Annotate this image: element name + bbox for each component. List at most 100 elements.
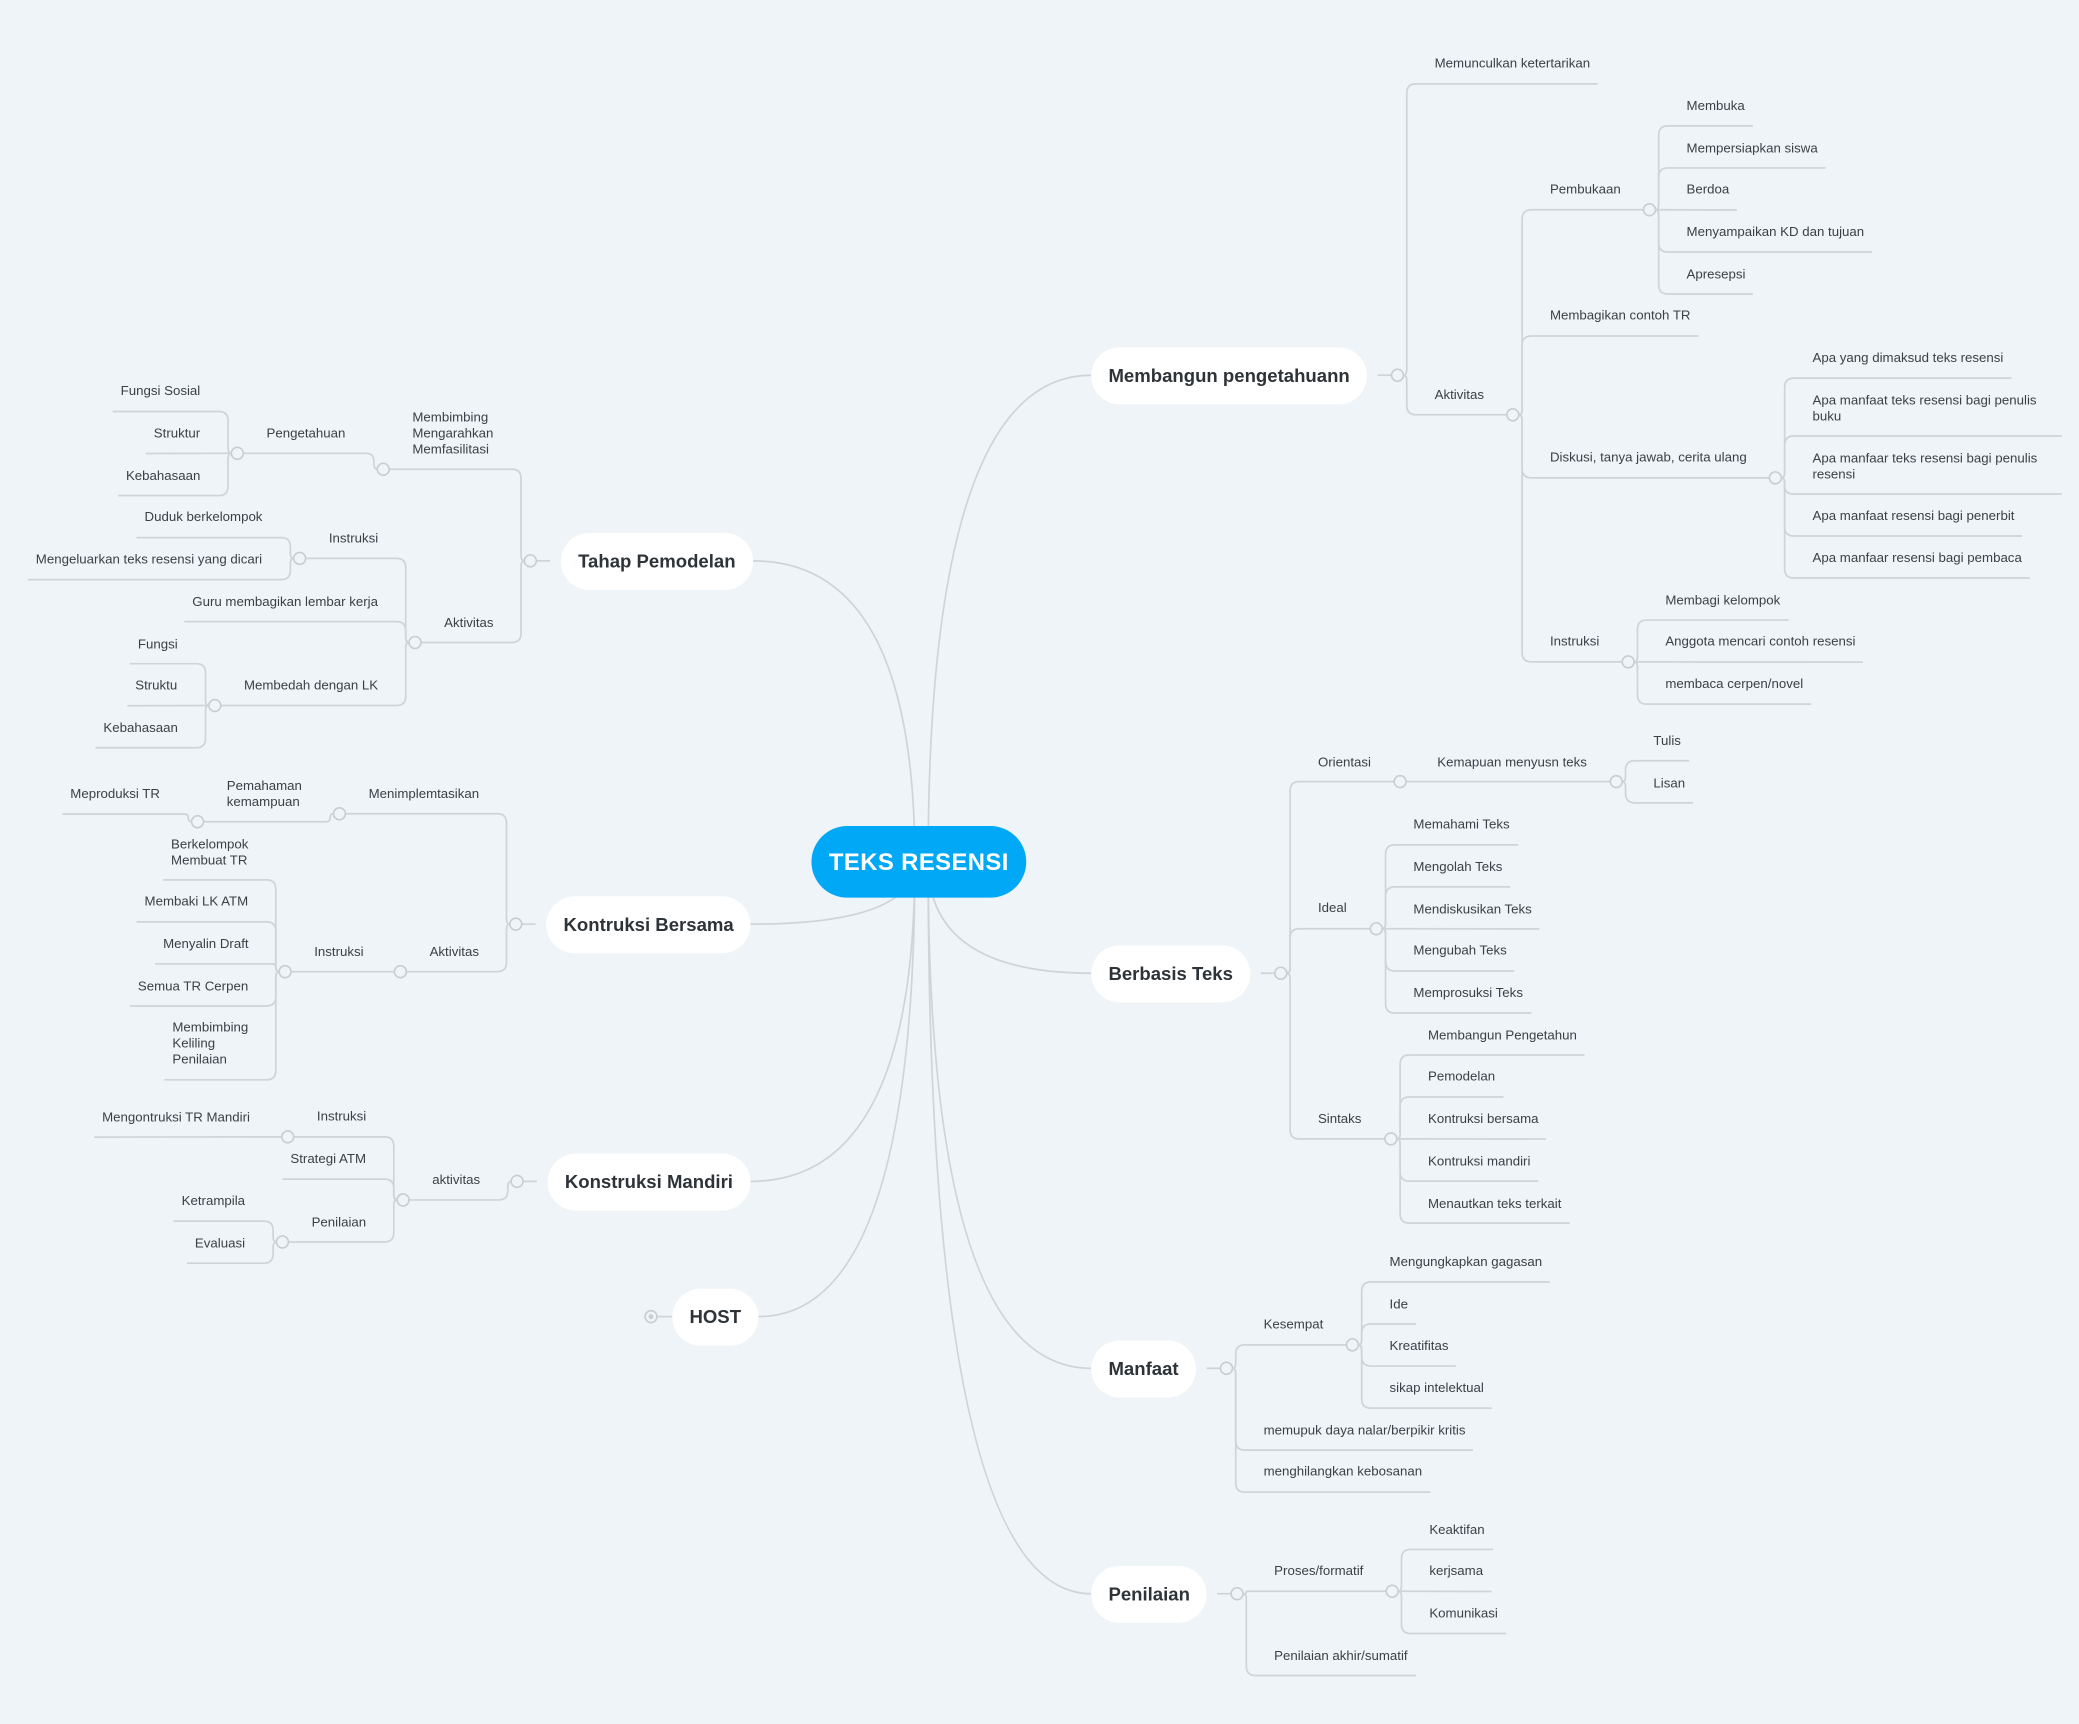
- branch-collapse-toggle[interactable]: [1230, 1586, 1244, 1601]
- branch-collapse-toggle[interactable]: [1768, 471, 1783, 485]
- branch-collapse-toggle[interactable]: [1219, 1361, 1234, 1376]
- topic-node[interactable]: sikap intelektual: [1389, 1381, 1484, 1397]
- central-topic[interactable]: TEKS RESENSI: [811, 826, 1027, 898]
- branch-collapse-toggle[interactable]: [1390, 368, 1405, 382]
- topic-node[interactable]: membaca cerpen/novel: [1665, 677, 1804, 693]
- topic-node[interactable]: Mengontruksi TR Mandiri: [102, 1110, 250, 1126]
- topic-node[interactable]: Tulis: [1653, 734, 1681, 749]
- branch-collapse-toggle[interactable]: [1506, 408, 1520, 422]
- branch-collapse-toggle[interactable]: [376, 462, 390, 476]
- topic-node[interactable]: Memunculkan ketertarikan: [1434, 57, 1591, 72]
- topic-node[interactable]: Apa manfaat teks resensi bagi penulis bu…: [1812, 393, 2037, 425]
- topic-node[interactable]: Apa manfaat resensi bagi penerbit: [1812, 509, 2015, 525]
- topic-node[interactable]: Kebahasaan: [125, 469, 201, 484]
- branch-collapse-toggle[interactable]: [332, 807, 347, 821]
- topic-node[interactable]: Mengungkapkan gagasan: [1389, 1255, 1543, 1271]
- topic-node[interactable]: Diskusi, tanya jawab, cerita ulang: [1549, 451, 1747, 466]
- topic-node[interactable]: Menyampaikan KD dan tujuan: [1686, 225, 1865, 241]
- main-topic-penilaian[interactable]: Penilaian: [1091, 1565, 1208, 1623]
- topic-node[interactable]: Menimplemtasikan: [368, 787, 480, 802]
- branch-collapse-toggle[interactable]: [1384, 1132, 1398, 1146]
- main-topic-berbasis-teks[interactable]: Berbasis Teks: [1091, 944, 1251, 1002]
- branch-collapse-toggle[interactable]: [292, 551, 307, 566]
- topic-node[interactable]: Membaki LK ATM: [144, 895, 249, 910]
- topic-node[interactable]: Aktivitas: [444, 615, 494, 631]
- branch-collapse-toggle[interactable]: [1274, 966, 1288, 980]
- topic-node[interactable]: Mendiskusikan Teks: [1413, 902, 1532, 917]
- topic-node[interactable]: Kontruksi mandiri: [1427, 1154, 1531, 1170]
- main-topic-konstruksi-mandiri[interactable]: Konstruksi Mandiri: [547, 1152, 751, 1210]
- topic-node[interactable]: Struktu: [135, 679, 178, 694]
- branch-collapse-toggle[interactable]: [280, 1130, 295, 1144]
- topic-node[interactable]: Keaktifan: [1429, 1522, 1485, 1538]
- topic-node[interactable]: Berdoa: [1686, 183, 1730, 199]
- topic-node[interactable]: Kemapuan menyusn teks: [1437, 755, 1587, 770]
- topic-node[interactable]: Instruksi: [314, 945, 364, 960]
- topic-node[interactable]: Duduk berkelompok: [144, 511, 263, 526]
- topic-node[interactable]: aktivitas: [432, 1173, 481, 1188]
- main-topic-manfaat[interactable]: Manfaat: [1091, 1339, 1196, 1397]
- topic-node[interactable]: Fungsi Sosial: [120, 384, 201, 400]
- topic-node[interactable]: Pembukaan: [1549, 183, 1621, 198]
- topic-node[interactable]: Mengeluarkan teks resensi yang dicari: [35, 553, 263, 568]
- topic-node[interactable]: Membedah dengan LK: [243, 678, 379, 694]
- topic-node[interactable]: Guru membagikan lembar kerja: [192, 595, 378, 610]
- branch-collapse-toggle[interactable]: [190, 814, 205, 829]
- branch-collapse-toggle[interactable]: [275, 1235, 290, 1249]
- main-topic-tahap-pemodelan[interactable]: Tahap Pemodelan: [560, 532, 753, 590]
- branch-collapse-toggle[interactable]: [393, 964, 408, 979]
- topic-node[interactable]: Kontruksi bersama: [1427, 1112, 1539, 1128]
- topic-node[interactable]: Meproduksi TR: [70, 787, 160, 803]
- branch-collapse-toggle[interactable]: [278, 964, 292, 979]
- topic-node[interactable]: Membimbing Keliling Penilaian: [172, 1021, 249, 1068]
- topic-node[interactable]: Penilaian akhir/sumatif: [1274, 1648, 1408, 1664]
- branch-collapse-toggle[interactable]: [1642, 202, 1657, 217]
- main-topic-host[interactable]: HOST: [672, 1288, 759, 1346]
- topic-node[interactable]: Apa manfaar resensi bagi pembaca: [1812, 551, 2022, 567]
- branch-collapse-toggle[interactable]: [523, 554, 538, 568]
- topic-node[interactable]: Membagi kelompok: [1665, 593, 1781, 609]
- topic-node[interactable]: Ide: [1389, 1297, 1408, 1313]
- topic-node[interactable]: Orientasi: [1317, 755, 1371, 770]
- topic-node[interactable]: Mengolah Teks: [1413, 860, 1503, 875]
- topic-node[interactable]: Apresepsi: [1686, 267, 1746, 283]
- topic-node[interactable]: menghilangkan kebosanan: [1263, 1465, 1423, 1481]
- branch-collapse-toggle[interactable]: [1369, 921, 1384, 936]
- branch-collapse-toggle[interactable]: [509, 917, 523, 931]
- topic-node[interactable]: Sintaks: [1317, 1112, 1362, 1127]
- topic-node[interactable]: Apa yang dimaksud teks resensi: [1812, 351, 2004, 367]
- topic-node[interactable]: Strategi ATM: [290, 1152, 367, 1168]
- branch-collapse-toggle[interactable]: [510, 1174, 524, 1189]
- topic-node[interactable]: Ketrampila: [181, 1194, 246, 1210]
- branch-collapse-toggle[interactable]: [408, 635, 422, 650]
- topic-node[interactable]: Menautkan teks terkait: [1427, 1196, 1562, 1212]
- topic-node[interactable]: Apa manfaar teks resensi bagi penulis re…: [1812, 451, 2038, 483]
- topic-node[interactable]: Menyalin Draft: [163, 937, 249, 952]
- topic-node[interactable]: Instruksi: [328, 531, 379, 547]
- topic-node[interactable]: Anggota mencari contoh resensi: [1665, 635, 1856, 651]
- topic-node[interactable]: Komunikasi: [1429, 1606, 1498, 1622]
- topic-node[interactable]: Membangun Pengetahun: [1427, 1028, 1577, 1044]
- topic-node[interactable]: Instruksi: [1549, 635, 1600, 650]
- branch-collapse-toggle[interactable]: [1393, 774, 1407, 789]
- topic-node[interactable]: Semua TR Cerpen: [137, 979, 249, 995]
- topic-node[interactable]: Mengubah Teks: [1413, 944, 1507, 960]
- topic-node[interactable]: kerjsama: [1429, 1564, 1484, 1580]
- branch-collapse-toggle[interactable]: [1609, 774, 1624, 789]
- main-topic-membangun-pengetahuann[interactable]: Membangun pengetahuann: [1091, 346, 1367, 404]
- branch-collapse-toggle[interactable]: [1385, 1584, 1399, 1599]
- topic-node[interactable]: Pemodelan: [1427, 1070, 1496, 1086]
- topic-node[interactable]: Membagikan contoh TR: [1549, 309, 1691, 325]
- topic-node[interactable]: Memahami Teks: [1413, 818, 1510, 833]
- topic-node[interactable]: Struktur: [153, 426, 201, 442]
- topic-node[interactable]: Mempersiapkan siswa: [1686, 141, 1818, 156]
- topic-node[interactable]: Penilaian: [311, 1215, 367, 1231]
- topic-node[interactable]: Kesempat: [1263, 1318, 1324, 1333]
- topic-node[interactable]: Aktivitas: [429, 945, 479, 960]
- branch-collapse-toggle[interactable]: [396, 1193, 410, 1207]
- topic-node[interactable]: Membimbing Mengarahkan Memfasilitasi: [412, 410, 494, 458]
- topic-node[interactable]: memupuk daya nalar/berpikir kritis: [1263, 1423, 1466, 1439]
- branch-collapse-toggle[interactable]: [230, 446, 245, 461]
- topic-node[interactable]: Kebahasaan: [103, 721, 178, 736]
- branch-collapse-toggle[interactable]: [208, 698, 222, 713]
